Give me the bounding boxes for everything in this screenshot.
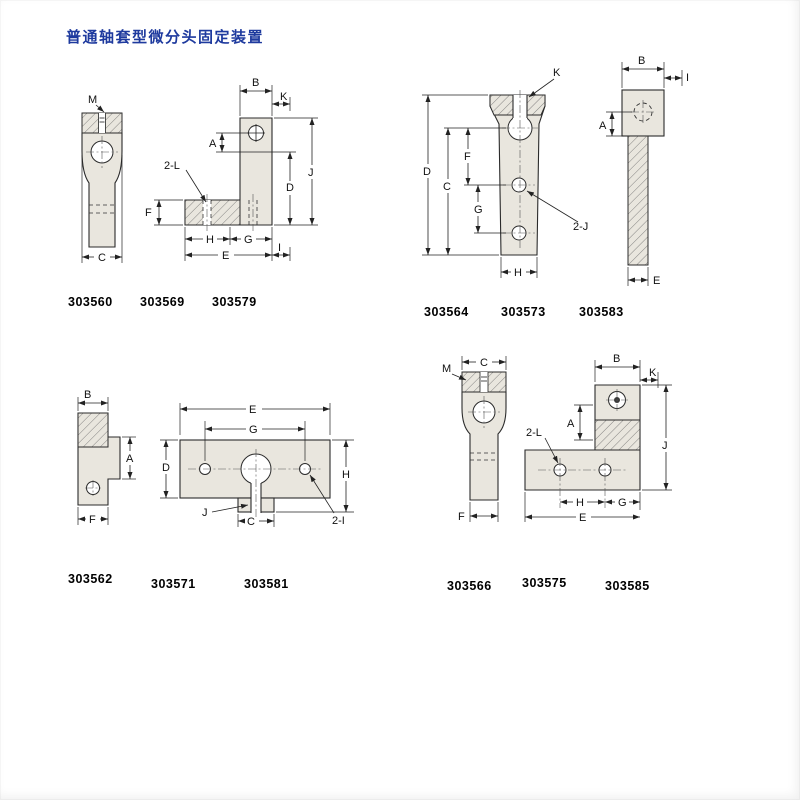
drawing-group-1: M C [81,77,318,264]
dim-label-b: B [84,389,91,401]
dim-label-h: H [342,469,350,481]
drawing-group-3: B A F [77,389,354,528]
dim-label-c: C [98,252,106,264]
dim-label-f: F [464,151,471,163]
dim-label-c: C [443,181,451,193]
dim-label-h: H [206,234,214,246]
clamp-2-dimensions [451,356,507,522]
l-bracket-front-view [524,384,641,508]
part-number: 303575 [522,576,567,590]
dim-label-2j: 2-J [573,221,588,233]
dim-label-g: G [249,424,258,436]
dim-label-b: B [252,77,259,89]
part-number: 303560 [68,295,113,309]
part-number: 303571 [151,577,196,591]
dim-label-a: A [209,138,217,150]
dim-label-g: G [618,497,627,509]
l-bracket-2-dimensions [524,360,672,522]
dim-label-c: C [480,357,488,369]
dim-label-m: M [88,94,97,106]
part-number: 303569 [140,295,185,309]
clamp-1-dimensions [81,104,123,263]
dim-label-2l: 2-L [164,160,180,172]
clamp-side-view-1 [81,112,123,248]
bracket-dimensions [77,397,136,525]
l-bracket-side-view-1 [184,117,273,231]
plate-front-view [489,90,546,256]
dim-label-j: J [202,507,208,519]
plate-side-view [621,89,665,266]
drawing-group-4: M C F [442,353,672,524]
dim-label-2l: 2-L [526,427,542,439]
dim-label-i: I [686,72,689,84]
dim-label-e: E [222,250,229,262]
plate-dimensions [422,78,579,278]
dim-label-g: G [474,204,483,216]
dim-label-g: G [244,234,253,246]
part-number: 303585 [605,579,650,593]
dim-label-a: A [126,453,134,465]
dim-label-k: K [553,67,561,79]
dim-label-j: J [662,440,668,452]
dim-label-f: F [145,207,152,219]
dim-label-h: H [576,497,584,509]
page-title: 普通轴套型微分头固定装置 [66,29,265,46]
dim-label-k: K [280,91,288,103]
dim-label-e: E [653,275,660,287]
dim-label-d: D [286,182,294,194]
part-number: 303562 [68,572,113,586]
dim-label-d: D [423,166,431,178]
dim-label-e: E [249,404,256,416]
base-plate-dimensions [160,403,354,527]
dim-label-i: I [278,242,281,254]
side-view-dimensions [606,62,683,286]
dim-label-2i: 2-I [332,515,345,527]
dim-label-f: F [89,514,96,526]
l-bracket-1-dimensions [154,85,318,261]
dim-label-m: M [442,363,451,375]
bracket-side-view [77,412,121,506]
part-number: 303564 [424,305,469,319]
dim-label-a: A [599,120,607,132]
dim-label-a: A [567,418,575,430]
dim-label-d: D [162,462,170,474]
part-number: 303583 [579,305,624,319]
dim-label-f: F [458,511,465,523]
part-number: 303579 [212,295,257,309]
dim-label-j: J [308,167,314,179]
dim-label-b: B [613,353,620,365]
dim-label-h: H [514,267,522,279]
drawing-group-2: K D C F G 2-J H B I A [422,55,689,287]
dim-label-c: C [247,516,255,528]
part-number: 303581 [244,577,289,591]
part-number: 303566 [447,579,492,593]
clamp-side-view-2 [461,371,507,501]
part-number: 303573 [501,305,546,319]
dim-label-b: B [638,55,645,67]
dim-label-k: K [649,367,657,379]
dim-label-e: E [579,512,586,524]
